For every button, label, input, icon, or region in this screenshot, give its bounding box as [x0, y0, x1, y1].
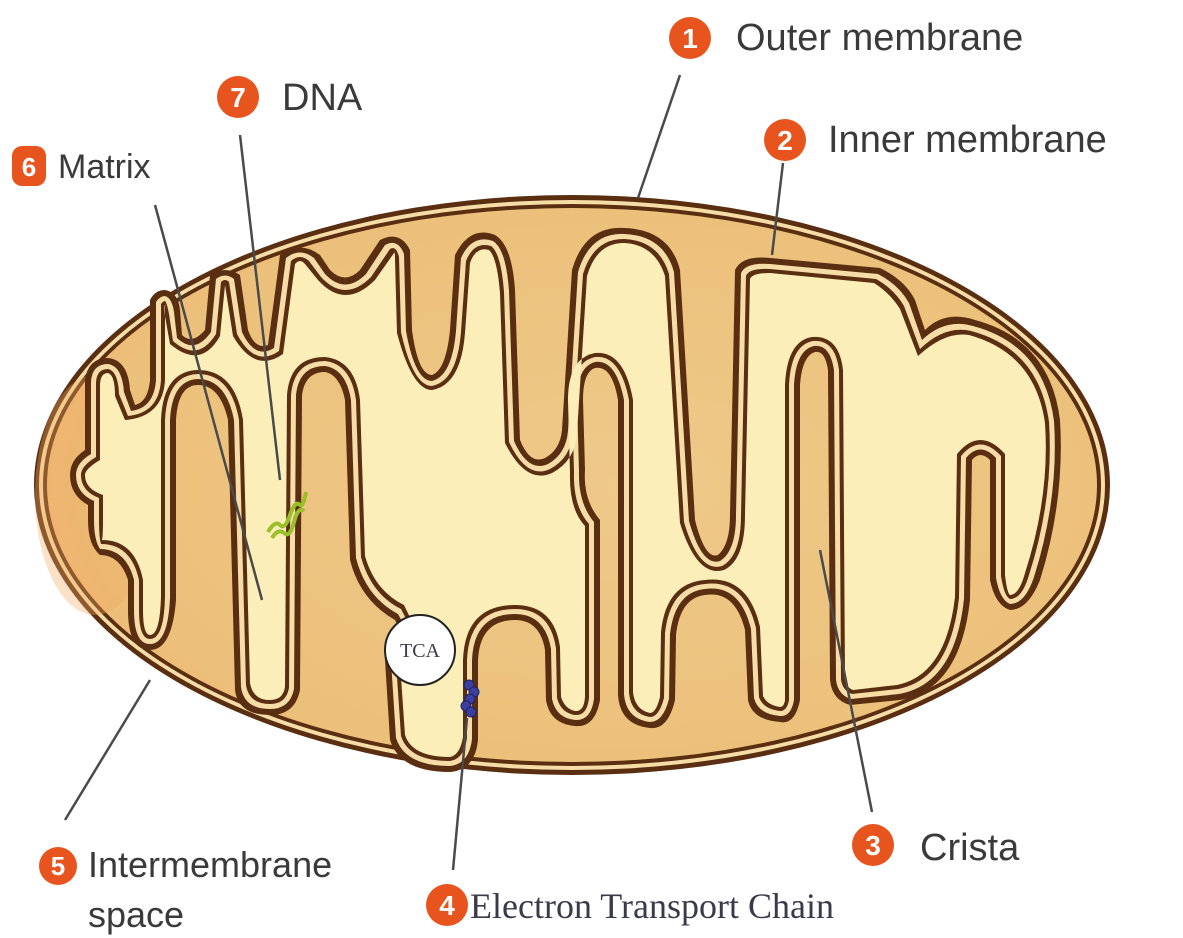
label-dna: 7 DNA: [217, 76, 363, 119]
label-intermembrane-space: 5 Intermembrane space: [39, 844, 332, 935]
label-inner-membrane: 2 Inner membrane: [764, 119, 1107, 161]
label-crista: 3 Crista: [852, 824, 1020, 869]
leader-intermembrane: [65, 680, 150, 820]
badge-6-number: 6: [22, 152, 36, 182]
label-crista-text: Crista: [920, 827, 1020, 869]
badge-5-number: 5: [51, 851, 65, 881]
label-etc-text: Electron Transport Chain: [470, 886, 834, 926]
label-outer-membrane: 1 Outer membrane: [669, 17, 1023, 59]
badge-7-number: 7: [230, 82, 246, 113]
tca-label: TCA: [400, 640, 441, 662]
badge-1-number: 1: [682, 23, 698, 54]
label-outer-membrane-text: Outer membrane: [736, 17, 1023, 59]
badge-3-number: 3: [865, 830, 881, 861]
label-inner-membrane-text: Inner membrane: [828, 119, 1107, 161]
badge-4-number: 4: [439, 890, 455, 921]
label-dna-text: DNA: [282, 77, 363, 119]
leader-outer-membrane: [638, 75, 680, 198]
label-matrix: 6 Matrix: [12, 146, 151, 186]
label-intermembrane-text-line1: Intermembrane: [88, 844, 332, 885]
label-matrix-text: Matrix: [58, 148, 151, 186]
tca-cycle: TCA: [385, 615, 455, 685]
badge-2-number: 2: [777, 125, 793, 156]
label-intermembrane-text-line2: space: [88, 894, 184, 935]
label-electron-transport-chain: 4 Electron Transport Chain: [426, 884, 834, 926]
